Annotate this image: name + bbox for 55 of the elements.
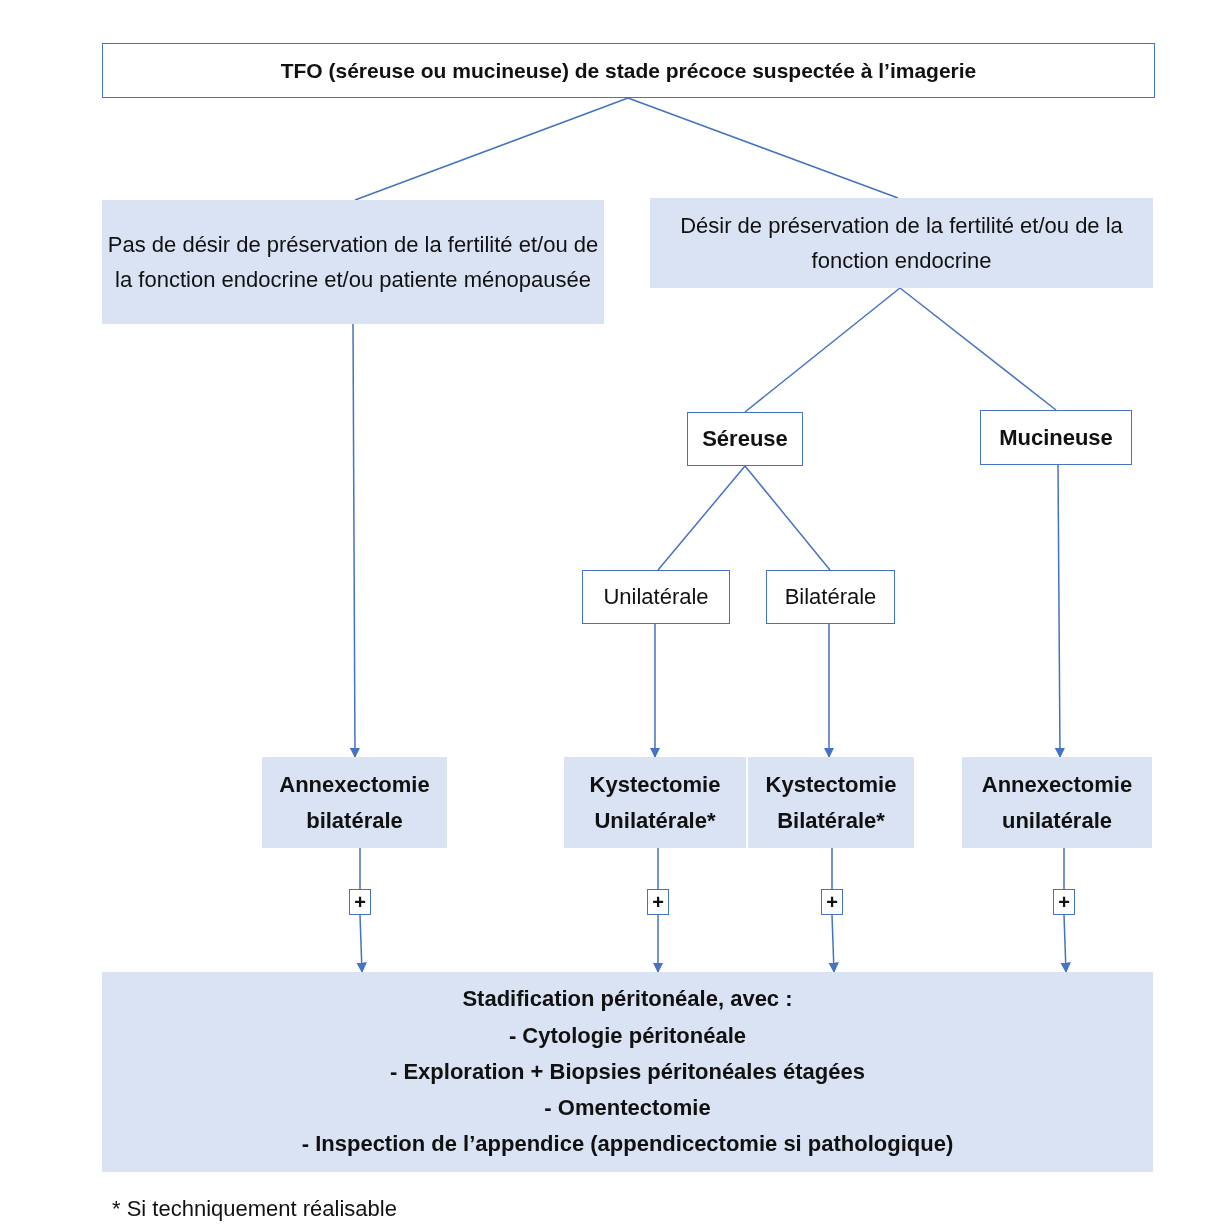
connector-line bbox=[744, 287, 901, 413]
plus-box bbox=[349, 889, 371, 915]
box-text: - Cytologie péritonéale bbox=[508, 1021, 747, 1050]
box-text: + bbox=[826, 892, 838, 912]
title-box bbox=[102, 43, 1155, 98]
plus-box bbox=[647, 889, 669, 915]
box-text: Pas de désir de préservation de la fertilité et/ou de la fonction endocrine et/ou patiente ménopausée bbox=[106, 230, 600, 294]
connector-line bbox=[657, 847, 659, 890]
procedure-box bbox=[962, 757, 1152, 848]
arrow bbox=[823, 623, 835, 759]
box-text: Annexectomie unilatérale bbox=[980, 771, 1134, 835]
procedure-box bbox=[564, 757, 746, 848]
footnote: * Si techniquement réalisable bbox=[112, 1196, 397, 1222]
connector-line bbox=[354, 97, 629, 201]
box-text: Bilatérale bbox=[784, 583, 877, 612]
connector-line bbox=[744, 465, 831, 571]
category-box bbox=[687, 412, 803, 466]
box-text: TFO (séreuse ou mucineuse) de stade précoce suspectée à l’imagerie bbox=[280, 57, 977, 84]
box-text: - Inspection de l’appendice (appendicectomie si pathologique) bbox=[301, 1130, 954, 1159]
box-text: + bbox=[354, 892, 366, 912]
arrow bbox=[1060, 914, 1071, 974]
box-text: - Omentectomie bbox=[544, 1094, 711, 1123]
option-box bbox=[582, 570, 730, 624]
option-box bbox=[766, 570, 895, 624]
category-box bbox=[980, 410, 1132, 465]
arrow bbox=[649, 623, 661, 759]
condition-box bbox=[102, 200, 604, 324]
box-text: + bbox=[1058, 892, 1070, 912]
plus-box bbox=[821, 889, 843, 915]
connector-line bbox=[657, 465, 746, 571]
procedure-box bbox=[748, 757, 914, 848]
arrow bbox=[652, 914, 664, 974]
arrow bbox=[1054, 464, 1066, 759]
connector-line bbox=[899, 287, 1057, 411]
box-text: Annexectomie bilatérale bbox=[278, 771, 431, 835]
connector-line bbox=[1063, 847, 1065, 890]
box-text: Kystectomie Bilatérale* bbox=[764, 771, 898, 835]
condition-box bbox=[650, 198, 1153, 288]
box-text: + bbox=[652, 892, 664, 912]
box-text: Kystectomie Unilatérale* bbox=[588, 771, 722, 835]
box-text: - Exploration + Biopsies péritonéales étagées bbox=[390, 1057, 865, 1086]
connector-line bbox=[627, 97, 899, 199]
box-text: Unilatérale bbox=[603, 583, 709, 612]
procedure-box bbox=[262, 757, 447, 848]
connector-line bbox=[359, 847, 361, 890]
arrow bbox=[349, 323, 361, 759]
box-text: Désir de préservation de la fertilité et/ou de la fonction endocrine bbox=[679, 211, 1124, 275]
staging-box bbox=[102, 972, 1153, 1172]
box-text: Stadification péritonéale, avec : bbox=[462, 985, 793, 1014]
box-text: Mucineuse bbox=[999, 423, 1113, 452]
plus-box bbox=[1053, 889, 1075, 915]
arrow bbox=[828, 914, 839, 974]
box-text: Séreuse bbox=[702, 425, 788, 454]
arrow bbox=[356, 914, 367, 974]
connector-line bbox=[831, 847, 833, 890]
